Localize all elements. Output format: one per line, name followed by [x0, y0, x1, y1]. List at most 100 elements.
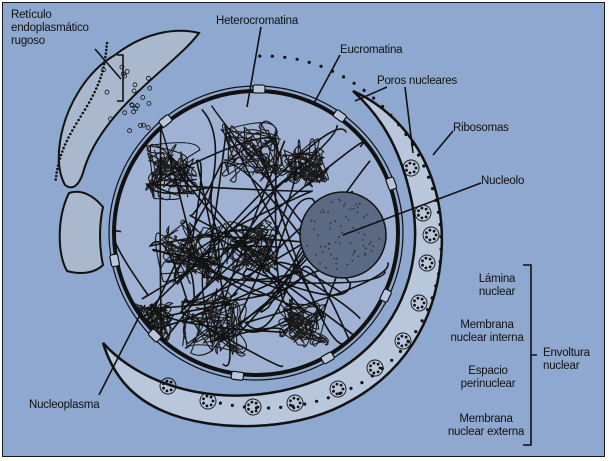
- rosette-granule: [170, 389, 173, 392]
- ribosome: [327, 396, 330, 399]
- nucleolus-granule: [315, 254, 317, 256]
- rosette-granule: [377, 363, 380, 366]
- nucleolus-granule: [343, 205, 345, 207]
- rough-er-lower: [60, 192, 103, 273]
- er-ribosome: [57, 164, 60, 167]
- ribosome: [404, 133, 407, 136]
- ribosome: [319, 65, 322, 68]
- nucleolus-granule: [357, 256, 359, 258]
- nucleolus-granule: [356, 211, 358, 213]
- nucleolus-granule: [363, 216, 365, 218]
- ribosome: [437, 272, 440, 275]
- rosette-granule: [405, 169, 408, 172]
- er-ribosome: [86, 105, 89, 108]
- label-lamina-nuclear: Lámina nuclear: [471, 273, 523, 299]
- rosette-granule: [417, 214, 420, 217]
- ribosome: [219, 402, 222, 405]
- er-ribosome: [69, 133, 72, 136]
- label-membrana-nuclear-interna: Membrana nuclear interna: [449, 319, 525, 345]
- label-membrana-nuclear-externa: Membrana nuclear externa: [447, 413, 525, 439]
- rosette-granule: [425, 257, 428, 260]
- rosette-granule: [421, 264, 424, 267]
- rosette-granule: [425, 236, 428, 239]
- nucleolus-granule: [353, 208, 355, 210]
- er-ribosome: [99, 77, 102, 80]
- nucleolus-granule: [371, 250, 373, 252]
- nuclear-pore: [253, 85, 265, 93]
- ribosome: [389, 114, 392, 117]
- nucleolus-granule: [350, 209, 352, 211]
- er-vesicle: [123, 111, 127, 115]
- ribosome: [440, 235, 443, 238]
- rosette-granule: [293, 397, 296, 400]
- er-ribosome: [67, 136, 70, 139]
- rosette-granule: [332, 385, 335, 388]
- nucleolus-granule: [320, 211, 322, 213]
- rosette-granule: [369, 364, 372, 367]
- er-ribosome: [54, 178, 57, 181]
- nucleolus-granule: [354, 251, 356, 253]
- nucleolus-granule: [322, 209, 324, 211]
- nucleolus-granule: [351, 260, 353, 262]
- rosette-granule: [289, 399, 292, 402]
- rosette-granule: [401, 345, 404, 348]
- ribosome: [267, 406, 270, 409]
- nucleolus-granule: [364, 234, 366, 236]
- rosette-granule: [166, 380, 169, 383]
- label-reticulo-endoplasmatico-rugoso: Retículo endoplasmático rugoso: [11, 9, 89, 48]
- rosette-granule: [212, 400, 215, 403]
- ribosome: [349, 387, 352, 390]
- nucleolus-granule: [331, 201, 333, 203]
- nucleolus-granule: [323, 211, 325, 213]
- bracket-envoltura: [523, 265, 537, 445]
- er-ribosome: [90, 98, 93, 101]
- rosette-granule: [421, 217, 424, 220]
- nucleolus-granule: [358, 232, 360, 234]
- nucleolus-granule: [320, 246, 322, 248]
- er-ribosome: [100, 73, 103, 76]
- nucleolus-granule: [338, 236, 340, 238]
- er-vesicle: [147, 101, 151, 105]
- rosette-granule: [293, 407, 296, 410]
- nucleolus-granule: [344, 202, 346, 204]
- er-ribosome: [55, 171, 58, 174]
- nucleolus-granule: [340, 225, 342, 227]
- er-vesicle: [148, 86, 152, 90]
- rosette-granule: [369, 369, 372, 372]
- rosette-granule: [297, 406, 300, 409]
- label-ribosomas: Ribosomas: [453, 122, 509, 135]
- rosette-granule: [210, 396, 213, 399]
- nucleolus-granule: [362, 239, 364, 241]
- rosette-granule: [413, 304, 416, 307]
- diagram-panel: Retículo endoplasmático rugoso Heterocro…: [2, 2, 605, 457]
- er-ribosome: [77, 119, 80, 122]
- rosette-granule: [377, 371, 380, 374]
- rosette-granule: [425, 208, 428, 211]
- er-ribosome: [71, 129, 74, 132]
- er-ribosome: [73, 126, 76, 129]
- nucleolus-granule: [329, 228, 331, 230]
- rosette-granule: [202, 397, 205, 400]
- nucleolus-granule: [325, 267, 327, 269]
- rosette-granule: [425, 216, 428, 219]
- er-ribosome: [106, 42, 109, 45]
- nucleolus-granule: [314, 221, 316, 223]
- ribosome: [426, 308, 429, 311]
- rosette-granule: [413, 163, 416, 166]
- ribosome: [399, 350, 402, 353]
- nucleolus-granule: [352, 227, 354, 229]
- er-ribosome: [64, 143, 67, 146]
- ribosome: [439, 260, 442, 263]
- nucleolus-granule: [345, 216, 347, 218]
- rosette-granule: [405, 164, 408, 167]
- rosette-granule: [255, 410, 258, 413]
- rosette-granule: [413, 171, 416, 174]
- ribosome: [434, 284, 437, 287]
- nucleolus-granule: [368, 243, 370, 245]
- nucleolus-granule: [339, 200, 341, 202]
- ribosome: [439, 223, 442, 226]
- rosette-granule: [417, 297, 420, 300]
- er-ribosome: [105, 52, 108, 55]
- rosette-granule: [415, 167, 418, 170]
